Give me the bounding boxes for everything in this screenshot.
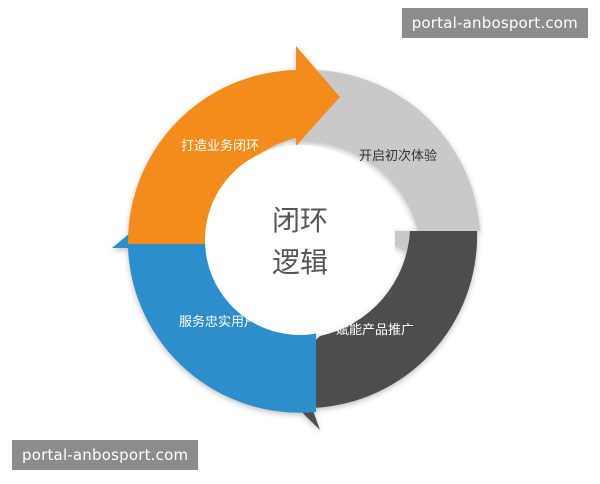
center-title-line2: 逻辑 <box>272 246 328 279</box>
center-title-line1: 闭环 <box>272 204 328 237</box>
center-circle <box>205 145 395 335</box>
segment-gray-arc <box>292 69 480 268</box>
segment-label-dark: 赋能产品推广 <box>336 323 414 338</box>
watermark-top: portal-anbosport.com <box>401 8 588 38</box>
watermark-bottom: portal-anbosport.com <box>12 440 199 470</box>
segment-label-orange: 打造业务闭环 <box>181 138 259 154</box>
segment-orange-arc <box>127 46 340 244</box>
segment-label-blue: 服务忠实用户 <box>179 314 257 330</box>
segment-label-gray: 开启初次体验 <box>359 148 437 164</box>
segment-dark-arc <box>272 231 478 430</box>
segment-blue-arc <box>112 200 316 413</box>
